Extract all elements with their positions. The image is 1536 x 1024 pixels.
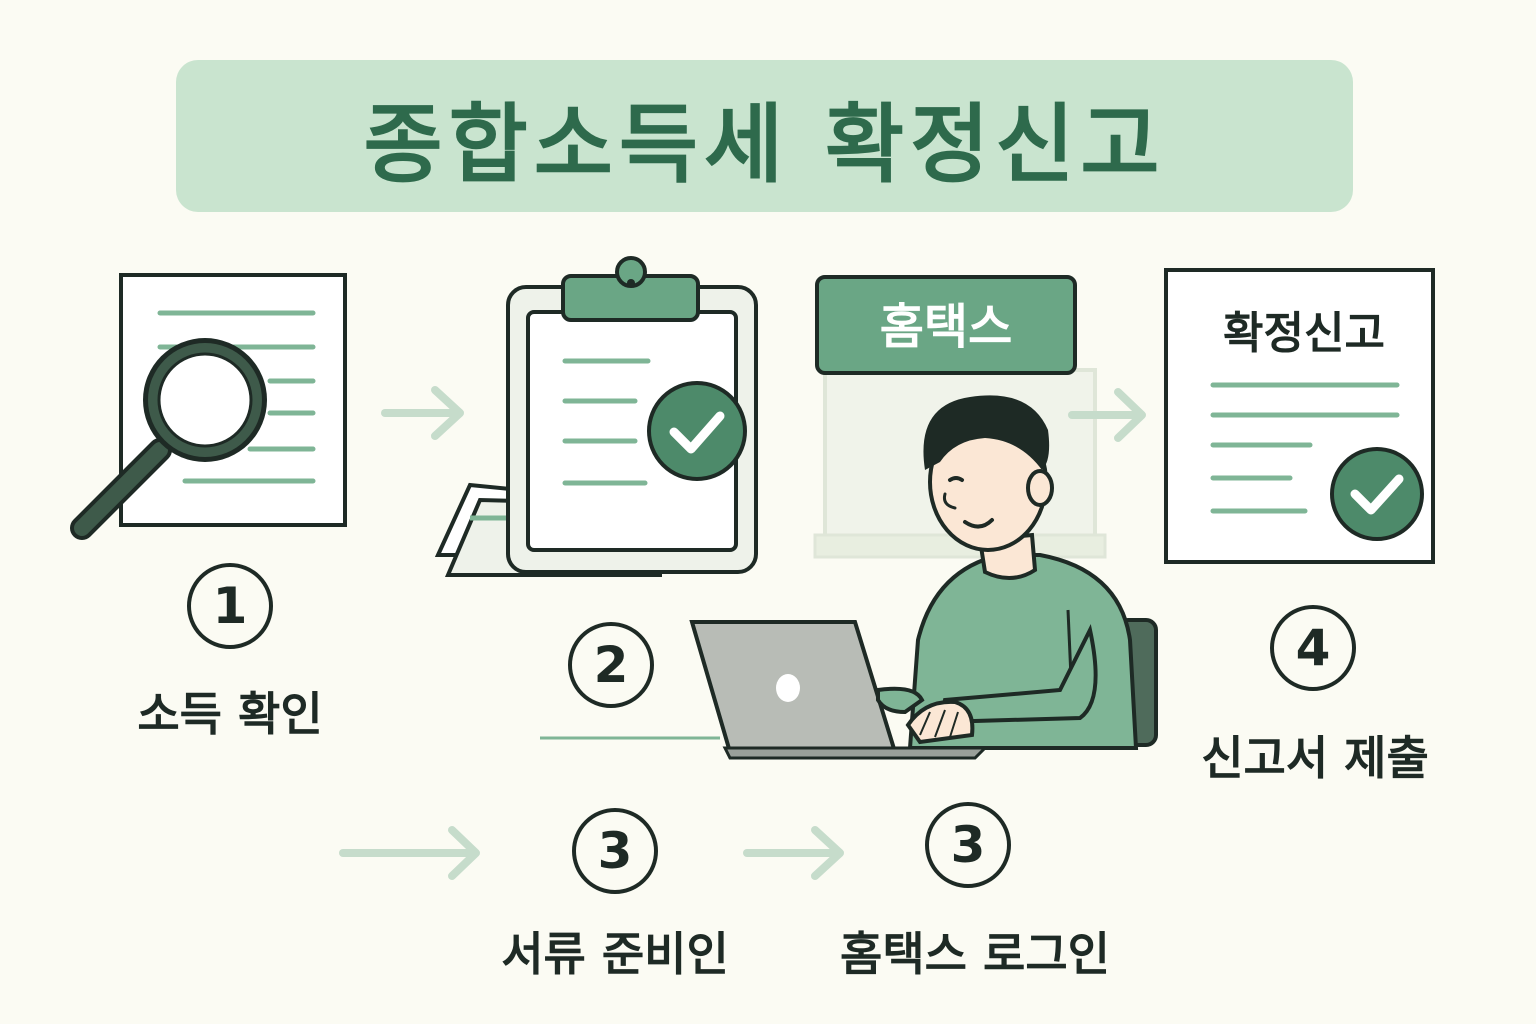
- step-number-badge: 2: [568, 622, 654, 708]
- arrow-right-icon: [381, 386, 464, 440]
- check-badge-icon: [1330, 447, 1424, 541]
- title-banner: 종합소득세 확정신고: [176, 60, 1353, 212]
- clipboard-icon: [434, 256, 758, 577]
- arrow-right-icon: [339, 826, 480, 880]
- arrow-right-icon: [743, 826, 844, 880]
- step-number-badge: 4: [1270, 605, 1356, 691]
- person-icon: [907, 395, 1158, 750]
- step-number-badge: 3: [572, 808, 658, 894]
- step-label: 소득 확인: [137, 687, 323, 741]
- step-label: 홈택스 로그인: [840, 927, 1110, 981]
- page-title: 종합소득세 확정신고: [363, 94, 1166, 195]
- laptop-icon: [689, 620, 989, 760]
- arrow-right-icon: [1068, 388, 1146, 442]
- report-doc-title: 확정신고: [1223, 308, 1385, 359]
- step-number-badge: 1: [187, 563, 273, 649]
- hometax-window-icon: 홈택스: [813, 275, 1107, 559]
- step-label: 신고서 제출: [1201, 731, 1429, 785]
- check-badge-icon: [647, 381, 747, 481]
- step-number-badge: 3: [925, 802, 1011, 888]
- hometax-sign-text: 홈택스: [880, 299, 1012, 355]
- magnifier-icon: [70, 338, 267, 540]
- step-label: 서류 준비인: [501, 927, 729, 981]
